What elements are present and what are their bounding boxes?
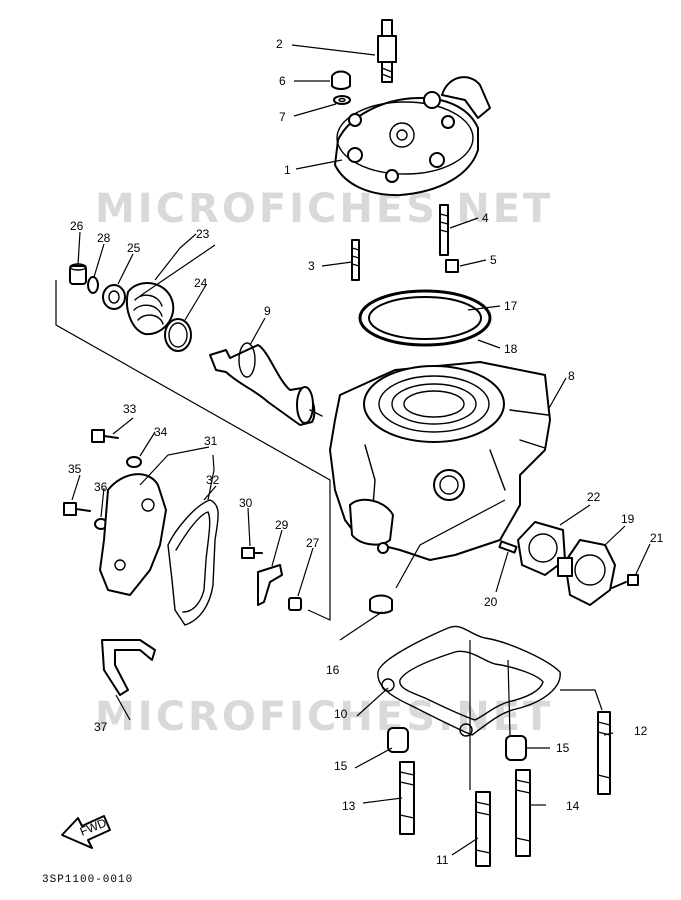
callout-15-right: 15 bbox=[556, 741, 570, 755]
diagram-code: 3SP1100-0010 bbox=[42, 874, 133, 886]
stud-bolt-4 bbox=[439, 204, 449, 256]
callout-10: 10 bbox=[334, 707, 348, 721]
callout-24: 24 bbox=[194, 276, 208, 290]
dowel-15a bbox=[387, 727, 409, 753]
stud-11 bbox=[475, 791, 491, 867]
callout-6: 6 bbox=[279, 74, 286, 88]
callout-37: 37 bbox=[94, 720, 108, 734]
plain-washer bbox=[333, 95, 351, 105]
bearing-26 bbox=[69, 263, 87, 285]
callout-27: 27 bbox=[306, 536, 320, 550]
cover-31 bbox=[99, 473, 167, 596]
callout-11: 11 bbox=[436, 853, 449, 867]
callout-26: 26 bbox=[70, 219, 84, 233]
callout-22: 22 bbox=[587, 490, 601, 504]
callout-29: 29 bbox=[275, 518, 289, 532]
callout-4: 4 bbox=[482, 211, 489, 225]
callout-1: 1 bbox=[284, 163, 291, 177]
callout-23: 23 bbox=[196, 227, 210, 241]
bearing-25 bbox=[102, 284, 126, 310]
nut-5 bbox=[445, 259, 459, 273]
callout-20: 20 bbox=[484, 595, 498, 609]
bolt-33 bbox=[91, 429, 119, 443]
callout-28: 28 bbox=[97, 231, 111, 245]
cylinder bbox=[329, 361, 551, 561]
callout-17: 17 bbox=[504, 299, 518, 313]
stud-14 bbox=[515, 769, 531, 857]
power-valve-9 bbox=[209, 342, 323, 426]
callouts: 2 6 7 1 4 3 5 17 18 8 9 26 28 25 23 24 3… bbox=[68, 37, 664, 867]
cap-nut bbox=[331, 70, 351, 90]
nut-16 bbox=[369, 594, 393, 614]
callout-25: 25 bbox=[127, 241, 141, 255]
screw-30 bbox=[241, 547, 263, 559]
stud-13 bbox=[399, 761, 415, 835]
callout-34: 34 bbox=[154, 425, 168, 439]
base-gasket-10 bbox=[377, 625, 561, 737]
gasket-32 bbox=[167, 499, 219, 626]
o-ring-24 bbox=[164, 318, 192, 352]
callout-3: 3 bbox=[308, 259, 315, 273]
callout-33: 33 bbox=[123, 402, 137, 416]
callout-35: 35 bbox=[68, 462, 82, 476]
callout-13: 13 bbox=[342, 799, 356, 813]
hose-clip-37 bbox=[101, 639, 156, 696]
pulley-23 bbox=[126, 281, 175, 336]
callout-18: 18 bbox=[504, 342, 518, 356]
washer-34 bbox=[126, 456, 142, 468]
o-ring-18 bbox=[368, 296, 482, 340]
callout-9: 9 bbox=[264, 304, 271, 318]
callout-5: 5 bbox=[490, 253, 497, 267]
callout-8: 8 bbox=[568, 369, 575, 383]
callout-2: 2 bbox=[276, 37, 283, 51]
oil-seal-28 bbox=[87, 276, 99, 294]
dowel-15b bbox=[505, 735, 527, 761]
collar-27 bbox=[288, 597, 302, 611]
callout-32: 32 bbox=[206, 473, 220, 487]
callout-12: 12 bbox=[634, 724, 648, 738]
watermark-bottom: MICROFICHES.NET bbox=[95, 694, 553, 740]
callout-36: 36 bbox=[94, 480, 108, 494]
callout-16: 16 bbox=[326, 663, 340, 677]
o-ring-17 bbox=[358, 289, 492, 347]
callout-15-left: 15 bbox=[334, 759, 348, 773]
stud-12 bbox=[597, 711, 611, 795]
cylinder-head bbox=[334, 76, 491, 197]
callout-31: 31 bbox=[204, 434, 218, 448]
callout-19: 19 bbox=[621, 512, 635, 526]
dowel-pin-20 bbox=[498, 540, 518, 554]
callout-21: 21 bbox=[650, 531, 664, 545]
callout-14: 14 bbox=[566, 799, 580, 813]
callout-30: 30 bbox=[239, 496, 253, 510]
watermark-top: MICROFICHES.NET bbox=[95, 186, 553, 232]
exhaust-cover-19 bbox=[557, 539, 616, 606]
leader-lines bbox=[55, 44, 651, 856]
fwd-arrow-icon: FWD bbox=[61, 815, 111, 849]
clip-29 bbox=[257, 564, 283, 606]
callout-7: 7 bbox=[279, 110, 286, 124]
bolt-21 bbox=[611, 574, 639, 589]
spark-plug bbox=[377, 19, 397, 83]
bolt-35 bbox=[63, 502, 91, 516]
stud-bolt-3 bbox=[351, 239, 360, 281]
